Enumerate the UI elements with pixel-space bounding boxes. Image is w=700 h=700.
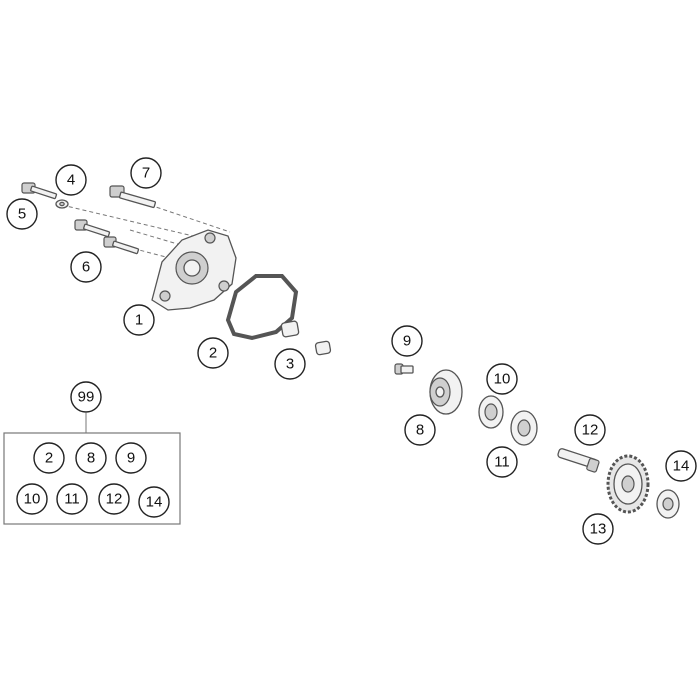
screw-part-9[interactable] bbox=[394, 363, 414, 375]
callout-label: 13 bbox=[590, 521, 607, 538]
kit-item-8[interactable]: 8 bbox=[75, 442, 107, 474]
callout-label: 14 bbox=[673, 458, 690, 475]
kit-item-label: 14 bbox=[146, 494, 163, 511]
callout-label: 11 bbox=[494, 454, 510, 471]
callout-part-8[interactable]: 8 bbox=[404, 414, 436, 446]
gear-part-13[interactable] bbox=[606, 454, 650, 514]
kit-item-2[interactable]: 2 bbox=[33, 442, 65, 474]
kit-item-10[interactable]: 10 bbox=[16, 483, 48, 515]
callout-label: 12 bbox=[582, 422, 599, 439]
impeller-part-8[interactable] bbox=[429, 369, 463, 415]
kit-item-12[interactable]: 12 bbox=[98, 483, 130, 515]
callout-part-13[interactable]: 13 bbox=[582, 513, 614, 545]
washer-part-4[interactable] bbox=[55, 199, 69, 209]
kit-item-label: 12 bbox=[106, 491, 123, 508]
kit-group: 99 2 8 9 10 11 12 14 bbox=[3, 381, 181, 525]
kit-item-label: 2 bbox=[45, 450, 53, 467]
kit-item-9[interactable]: 9 bbox=[115, 442, 147, 474]
callout-part-10[interactable]: 10 bbox=[486, 363, 518, 395]
callout-label: 3 bbox=[286, 356, 294, 373]
callout-label: 2 bbox=[209, 345, 217, 362]
gasket-part-2[interactable] bbox=[225, 274, 299, 341]
bearing-part-14[interactable] bbox=[656, 489, 680, 519]
bolt-part-5[interactable] bbox=[21, 182, 58, 200]
kit-item-label: 8 bbox=[87, 450, 95, 467]
callout-part-2[interactable]: 2 bbox=[197, 337, 229, 369]
callout-label: 6 bbox=[82, 259, 90, 276]
callout-part-7[interactable]: 7 bbox=[130, 157, 162, 189]
callout-part-12[interactable]: 12 bbox=[574, 414, 606, 446]
callout-label: 5 bbox=[18, 206, 26, 223]
bearing-part-10[interactable] bbox=[478, 395, 504, 429]
kit-item-11[interactable]: 11 bbox=[56, 483, 88, 515]
callout-part-11[interactable]: 11 bbox=[486, 446, 518, 478]
callout-label: 7 bbox=[142, 165, 150, 182]
kit-item-label: 10 bbox=[24, 491, 41, 508]
callout-label: 9 bbox=[403, 333, 411, 350]
callout-part-1[interactable]: 1 bbox=[123, 304, 155, 336]
callout-part-4[interactable]: 4 bbox=[55, 164, 87, 196]
callout-label: 10 bbox=[494, 371, 511, 388]
callout-label: 4 bbox=[67, 172, 75, 189]
bearing-part-11[interactable] bbox=[510, 410, 538, 446]
callout-part-3[interactable]: 3 bbox=[274, 348, 306, 380]
kit-item-label: 9 bbox=[127, 450, 135, 467]
pump-cover-part-1[interactable] bbox=[151, 229, 237, 311]
kit-item-label: 11 bbox=[64, 491, 80, 508]
kit-box bbox=[3, 432, 181, 525]
callout-part-9[interactable]: 9 bbox=[391, 325, 423, 357]
kit-label: 99 bbox=[78, 389, 95, 406]
kit-callout[interactable]: 99 bbox=[70, 381, 102, 413]
shaft-part-12[interactable] bbox=[557, 448, 600, 473]
dowel-pins-part-3[interactable] bbox=[280, 320, 332, 356]
callout-part-5[interactable]: 5 bbox=[6, 198, 38, 230]
bolt-part-7[interactable] bbox=[109, 185, 157, 209]
callout-label: 1 bbox=[135, 312, 143, 329]
callout-label: 8 bbox=[416, 422, 424, 439]
callout-part-6[interactable]: 6 bbox=[70, 251, 102, 283]
bolts-part-6[interactable] bbox=[74, 219, 140, 255]
kit-item-14[interactable]: 14 bbox=[138, 486, 170, 518]
callout-part-14[interactable]: 14 bbox=[665, 450, 697, 482]
